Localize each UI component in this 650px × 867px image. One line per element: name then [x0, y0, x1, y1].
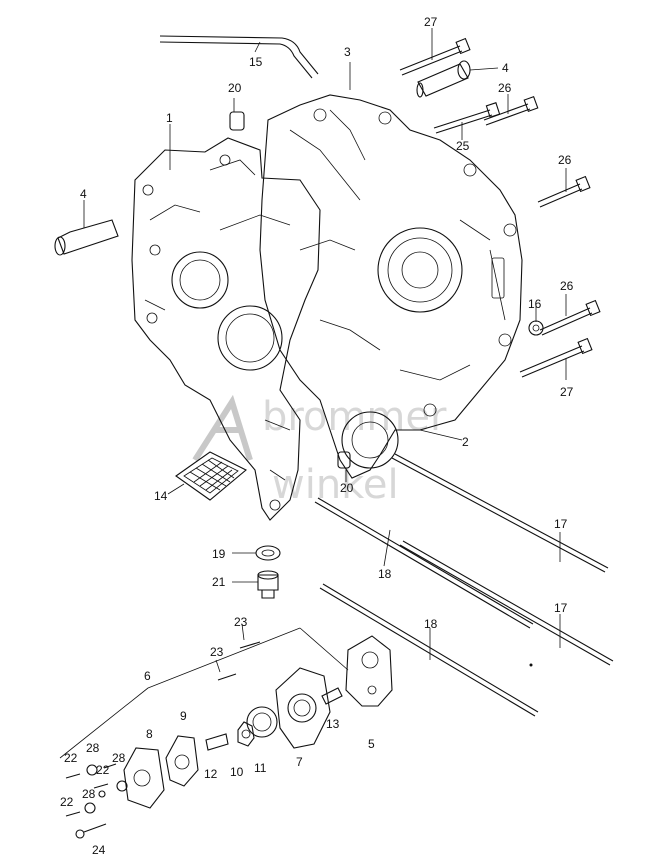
callout-13: 13 — [326, 717, 340, 731]
watermark: brommer winkel — [192, 394, 447, 508]
dowel-pin-upper — [229, 111, 245, 131]
callout-3: 3 — [344, 45, 351, 59]
callout-18-upper: 18 — [378, 567, 392, 581]
dowel-pin-lower — [337, 451, 351, 469]
callout-27-lower: 27 — [560, 385, 574, 399]
callout-24: 24 — [92, 843, 106, 857]
callout-15: 15 — [249, 55, 263, 69]
watermark-line2: winkel — [272, 462, 399, 508]
callout-8: 8 — [146, 727, 153, 741]
callout-26-a: 26 — [498, 81, 512, 95]
left-crankcase — [131, 137, 321, 521]
callout-12: 12 — [204, 767, 218, 781]
bushing-left — [54, 219, 119, 256]
callout-23-lower: 23 — [210, 645, 224, 659]
callout-18-lower: 18 — [424, 617, 438, 631]
callout-6: 6 — [144, 669, 151, 683]
callout-2: 2 — [462, 435, 469, 449]
callout-10: 10 — [230, 765, 244, 779]
oil-fitting — [528, 320, 544, 336]
callout-21: 21 — [212, 575, 226, 589]
callout-20-lower: 20 — [340, 481, 354, 495]
callout-14: 14 — [154, 489, 168, 503]
callout-17-lower: 17 — [554, 601, 568, 615]
callout-labels: 1 2 3 4 4 5 6 7 8 9 10 11 12 13 14 15 16… — [60, 15, 574, 857]
callout-20-upper: 20 — [228, 81, 242, 95]
callout-23-upper: 23 — [234, 615, 248, 629]
callout-26-c: 26 — [560, 279, 574, 293]
callout-4-right: 4 — [502, 61, 509, 75]
callout-7: 7 — [296, 755, 303, 769]
callout-27-upper: 27 — [424, 15, 438, 29]
callout-1: 1 — [166, 111, 173, 125]
callout-4-left: 4 — [80, 187, 87, 201]
oil-pump-assembly — [59, 627, 393, 839]
drain-plug — [257, 570, 279, 599]
callout-17-upper: 17 — [554, 517, 568, 531]
leader-lines — [83, 28, 567, 673]
callout-28-b: 28 — [112, 751, 126, 765]
oil-screen — [175, 451, 247, 501]
callout-28-a: 28 — [86, 741, 100, 755]
callout-22-a: 22 — [64, 751, 78, 765]
callout-9: 9 — [180, 709, 187, 723]
oil-tube — [159, 35, 319, 79]
callout-25: 25 — [456, 139, 470, 153]
right-crankcase — [259, 94, 523, 479]
stud-bolts — [314, 453, 614, 717]
callout-26-b: 26 — [558, 153, 572, 167]
callout-22-c: 22 — [60, 795, 74, 809]
callout-19: 19 — [212, 547, 226, 561]
callout-5: 5 — [368, 737, 375, 751]
callout-28-c: 28 — [82, 787, 96, 801]
callout-22-b: 22 — [96, 763, 110, 777]
callout-16: 16 — [528, 297, 542, 311]
callout-11: 11 — [254, 761, 267, 775]
o-ring — [255, 545, 281, 561]
bolts — [399, 37, 601, 378]
